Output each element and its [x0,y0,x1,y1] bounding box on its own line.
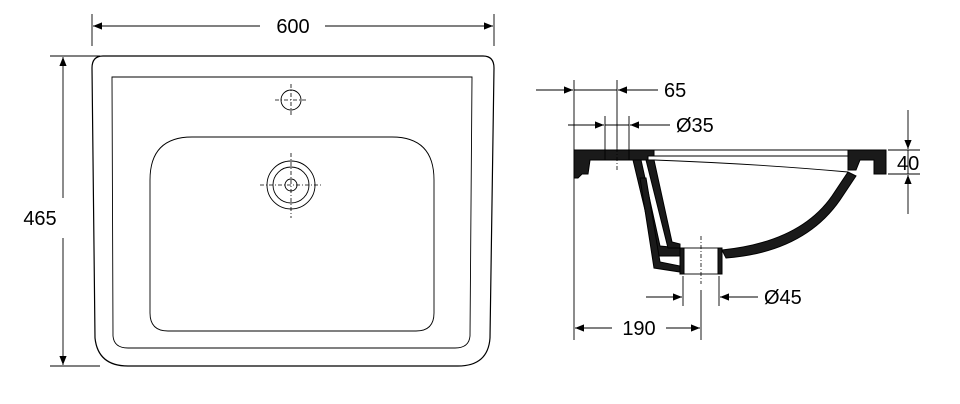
rim-height-dimension: 40 [888,110,920,214]
tap-hole [275,84,307,116]
drain-diameter-label: Ø45 [764,287,802,309]
section-right-rim [847,149,887,175]
tap-hole-dimension: Ø35 [568,115,714,160]
tap-offset-dimension: 65 [536,80,686,150]
basin-bowl-outline [149,136,435,332]
height-dimension: 465 [23,55,100,367]
rim-height-label: 40 [897,153,919,175]
basin-outer-outline [91,55,495,367]
basin-section-view: 65 Ø35 40 Ø45 [536,80,920,340]
drain-diameter-dimension: Ø45 [646,276,802,309]
drain-hole [260,153,322,218]
tap-offset-label: 65 [664,80,686,102]
section-bowl-curve [721,171,857,259]
width-label: 600 [276,16,309,38]
basin-inner-rim [111,76,473,349]
width-dimension: 600 [91,14,495,46]
tap-hole-label: Ø35 [676,115,714,137]
height-label: 465 [23,208,56,230]
section-left-rim [573,149,655,179]
drain-offset-dimension: 190 [573,178,702,340]
basin-top-view: 600 465 [23,14,495,367]
drain-offset-label: 190 [622,318,655,340]
